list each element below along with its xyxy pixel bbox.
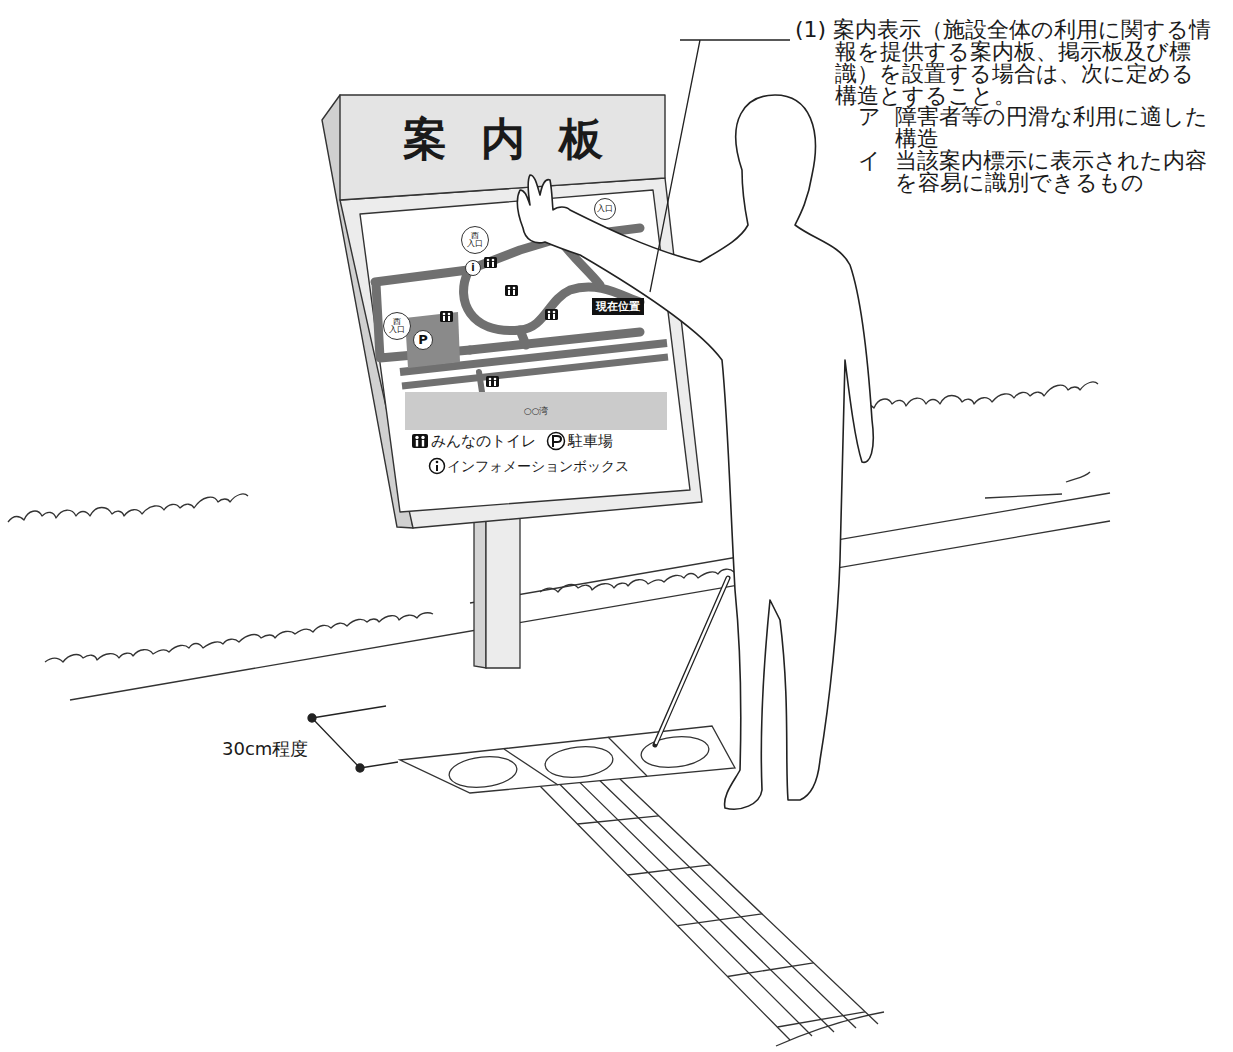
circle-text: 入口 — [597, 205, 613, 213]
legend-text: みんなのトイレ — [431, 432, 536, 450]
white-cane — [655, 578, 728, 745]
bay-band: ○○湾 — [405, 392, 667, 430]
legend-item: インフォメーションボックス — [447, 457, 629, 475]
legend-text: 駐車場 — [568, 432, 613, 450]
person-silhouette — [517, 95, 873, 809]
map-circle: 入口 — [594, 198, 616, 220]
map-circle: 西 入口 — [461, 226, 489, 254]
location-tag: 現在位置 — [592, 298, 644, 315]
tag-text: 現在位置 — [596, 300, 640, 313]
information-icon — [430, 459, 445, 474]
map-circle: 西 入口 — [383, 312, 411, 340]
label-holder: 30cm程度 — [222, 738, 308, 760]
label-holder: 当該案内標示に表示された内容を容易に識別できるもの — [895, 150, 1227, 194]
dimension-label: 30cm程度 — [222, 738, 308, 760]
item-mark: イ — [858, 150, 881, 172]
dimension-line — [308, 706, 398, 772]
map-circle: i — [465, 260, 481, 276]
circle-text: 西 入口 — [388, 318, 406, 335]
circle-text: i — [471, 263, 474, 274]
item-text: 当該案内標示に表示された内容を容易に識別できるもの — [895, 150, 1227, 194]
board-post — [474, 512, 520, 668]
item-mark: ア — [858, 106, 881, 128]
header-text-holder: 案内板 — [340, 115, 665, 163]
legend-item: 駐車場 — [568, 432, 613, 450]
leader-line — [650, 40, 790, 292]
legend-text: インフォメーションボックス — [447, 457, 629, 475]
label-holder: (1) 案内表示（施設全体の利用に関する情報を提供する案内板、掲示板及び標識）を… — [795, 19, 1215, 107]
bay-text: ○○湾 — [524, 405, 549, 418]
map-circle: P — [413, 330, 433, 350]
parking-icon — [548, 433, 565, 450]
circle-text: P — [418, 333, 428, 347]
hedge-lines — [8, 382, 1110, 700]
circle-text: 西 入口 — [466, 232, 484, 249]
toilet-icon — [412, 434, 428, 448]
board-title: 案内板 — [369, 115, 637, 163]
label-holder: 障害者等の円滑な利用に適した構造 — [895, 106, 1227, 150]
parking-area — [405, 312, 460, 368]
toilet-icons — [440, 257, 558, 387]
label-holder: ア — [858, 106, 881, 128]
legend-item: みんなのトイレ — [431, 432, 536, 450]
label-holder: イ — [858, 150, 881, 172]
callout-text: (1) 案内表示（施設全体の利用に関する情報を提供する案内板、掲示板及び標識）を… — [835, 19, 1215, 107]
item-text: 障害者等の円滑な利用に適した構造 — [895, 106, 1227, 150]
guide-board — [322, 95, 702, 528]
